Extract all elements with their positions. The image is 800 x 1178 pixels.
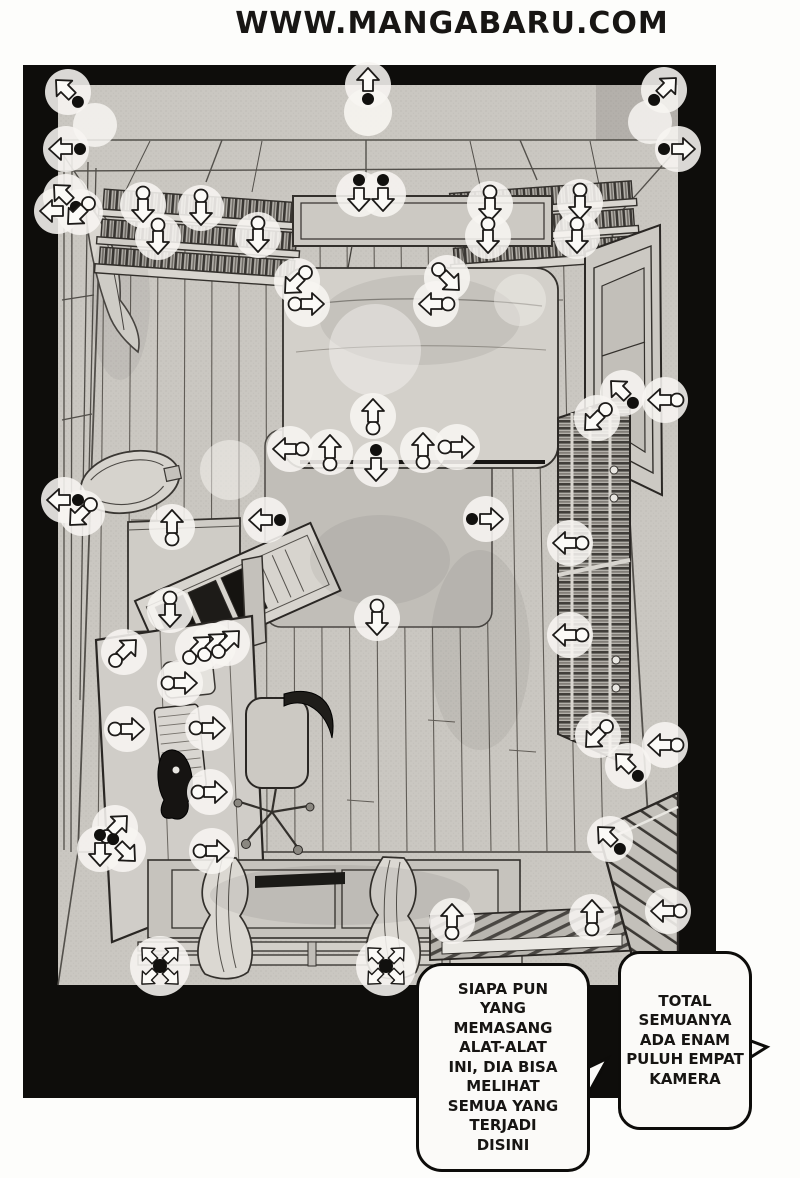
camera-arrow-marker: [272, 437, 310, 461]
camera-arrow-marker: [371, 174, 395, 212]
camera-arrow-marker: [584, 402, 613, 431]
camera-marker-layer: [39, 67, 696, 985]
camera-arrow-marker: [466, 507, 504, 531]
camera-arrow-marker: [211, 630, 240, 659]
camera-arrow-marker: [131, 185, 155, 223]
camera-arrow-marker: [284, 265, 313, 294]
camera-arrow-marker: [248, 508, 286, 532]
camera-arrow-marker: [411, 432, 435, 470]
camera-arrow-marker: [615, 753, 644, 782]
camera-arrow-marker: [55, 79, 84, 108]
camera-arrow-marker: [552, 623, 590, 647]
camera-arrow-marker: [647, 733, 685, 757]
camera-arrow-marker: [39, 199, 64, 223]
camera-arrow-marker: [568, 182, 592, 220]
camera-arrow-marker: [69, 497, 98, 526]
camera-arrow-marker: [48, 137, 86, 161]
camera-arrow-marker: [88, 829, 112, 867]
camera-arrow-marker: [188, 716, 226, 740]
camera-arrow-marker: [585, 719, 614, 748]
camera-arrow-marker: [189, 188, 213, 226]
camera-arrow-marker: [356, 67, 380, 105]
camera-arrow-marker: [476, 216, 500, 254]
camera-arrow-marker: [565, 216, 589, 254]
camera-arrow-marker: [658, 137, 696, 161]
camera-arrow-marker: [367, 947, 405, 985]
storage-rack: [557, 392, 631, 768]
camera-arrow-marker: [647, 388, 685, 412]
camera-arrow-marker: [431, 262, 460, 291]
camera-arrow-marker: [364, 444, 388, 482]
camera-arrow-marker: [158, 590, 182, 628]
camera-arrow-marker: [160, 509, 184, 547]
office-chair: [233, 690, 334, 855]
camera-arrow-marker: [141, 947, 179, 985]
camera-arrow-marker: [440, 903, 464, 941]
camera-arrow-marker: [146, 217, 170, 255]
camera-arrow-marker: [361, 398, 385, 436]
camera-arrow-marker: [650, 899, 688, 923]
camera-arrow-marker: [182, 636, 211, 665]
camera-arrow-marker: [108, 639, 137, 668]
camera-arrow-marker: [160, 671, 198, 695]
camera-arrow-marker: [418, 292, 456, 316]
camera-arrow-marker: [478, 184, 502, 222]
hamper: [79, 449, 183, 515]
dark-bag-on-desk: [157, 749, 193, 820]
camera-arrow-marker: [580, 899, 604, 937]
camera-arrow-marker: [46, 488, 84, 512]
camera-arrow-marker: [287, 292, 325, 316]
curtain-near-left: [197, 856, 253, 980]
site-header: WWW.MANGABARU.COM: [235, 6, 669, 41]
shading: [90, 85, 678, 925]
camera-arrow-marker: [365, 598, 389, 636]
camera-arrow-marker: [318, 434, 342, 472]
camera-arrow-marker: [190, 780, 228, 804]
camera-arrow-marker: [107, 717, 145, 741]
camera-arrow-marker: [648, 77, 677, 106]
camera-arrow-marker: [437, 435, 475, 459]
camera-arrow-marker: [246, 215, 270, 253]
camera-arrow-marker: [107, 833, 136, 862]
camera-arrow-marker: [67, 196, 96, 225]
camera-arrow-marker: [552, 531, 590, 555]
glow-halos: [73, 88, 672, 500]
camera-arrow-marker: [610, 380, 639, 409]
camera-arrow-marker: [597, 826, 626, 855]
camera-arrow-marker: [192, 839, 230, 863]
camera-arrow-marker: [347, 174, 371, 212]
